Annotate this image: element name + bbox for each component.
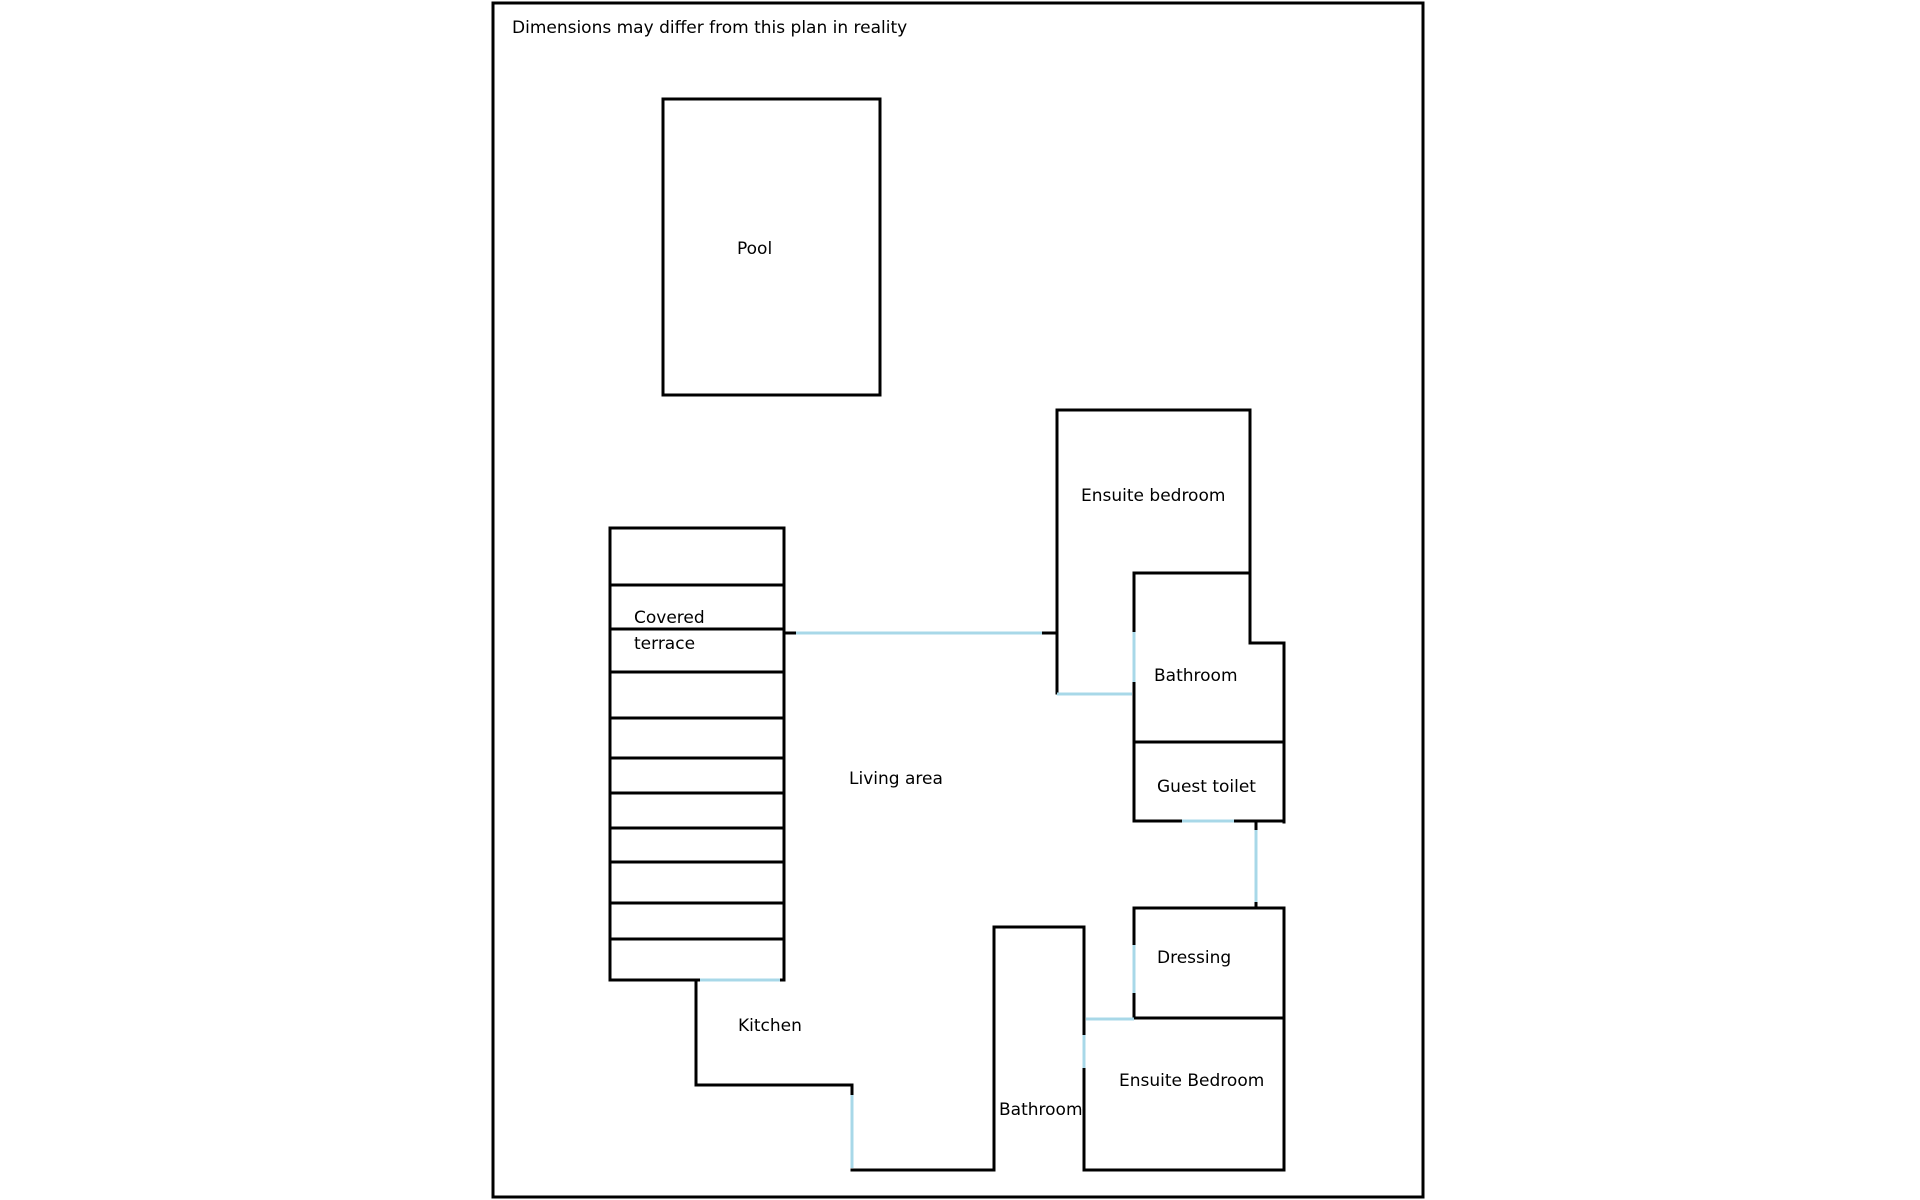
disclaimer-note: Dimensions may differ from this plan in …: [512, 18, 907, 38]
walls: [694, 408, 1286, 1172]
room-label-dressing: Dressing: [1157, 948, 1231, 968]
covered-terrace-outline: [608, 526, 786, 982]
room-label-covered-terrace-line1: Covered: [634, 608, 705, 628]
room-label-kitchen: Kitchen: [738, 1016, 802, 1036]
room-label-ensuite-bedroom-top: Ensuite bedroom: [1081, 486, 1225, 506]
room-label-covered-terrace-line2: terrace: [634, 634, 695, 654]
room-label-guest-toilet: Guest toilet: [1157, 777, 1256, 797]
pool-outline: [661, 97, 882, 397]
room-label-bathroom-top: Bathroom: [1154, 666, 1238, 686]
room-label-living-area: Living area: [849, 769, 943, 789]
plan-frame: [491, 1, 1425, 1199]
room-label-pool: Pool: [737, 239, 772, 259]
openings: [700, 631, 1258, 1168]
room-label-ensuite-bedroom-bottom: Ensuite Bedroom: [1119, 1071, 1264, 1091]
room-label-bathroom-bottom: Bathroom: [999, 1100, 1083, 1120]
